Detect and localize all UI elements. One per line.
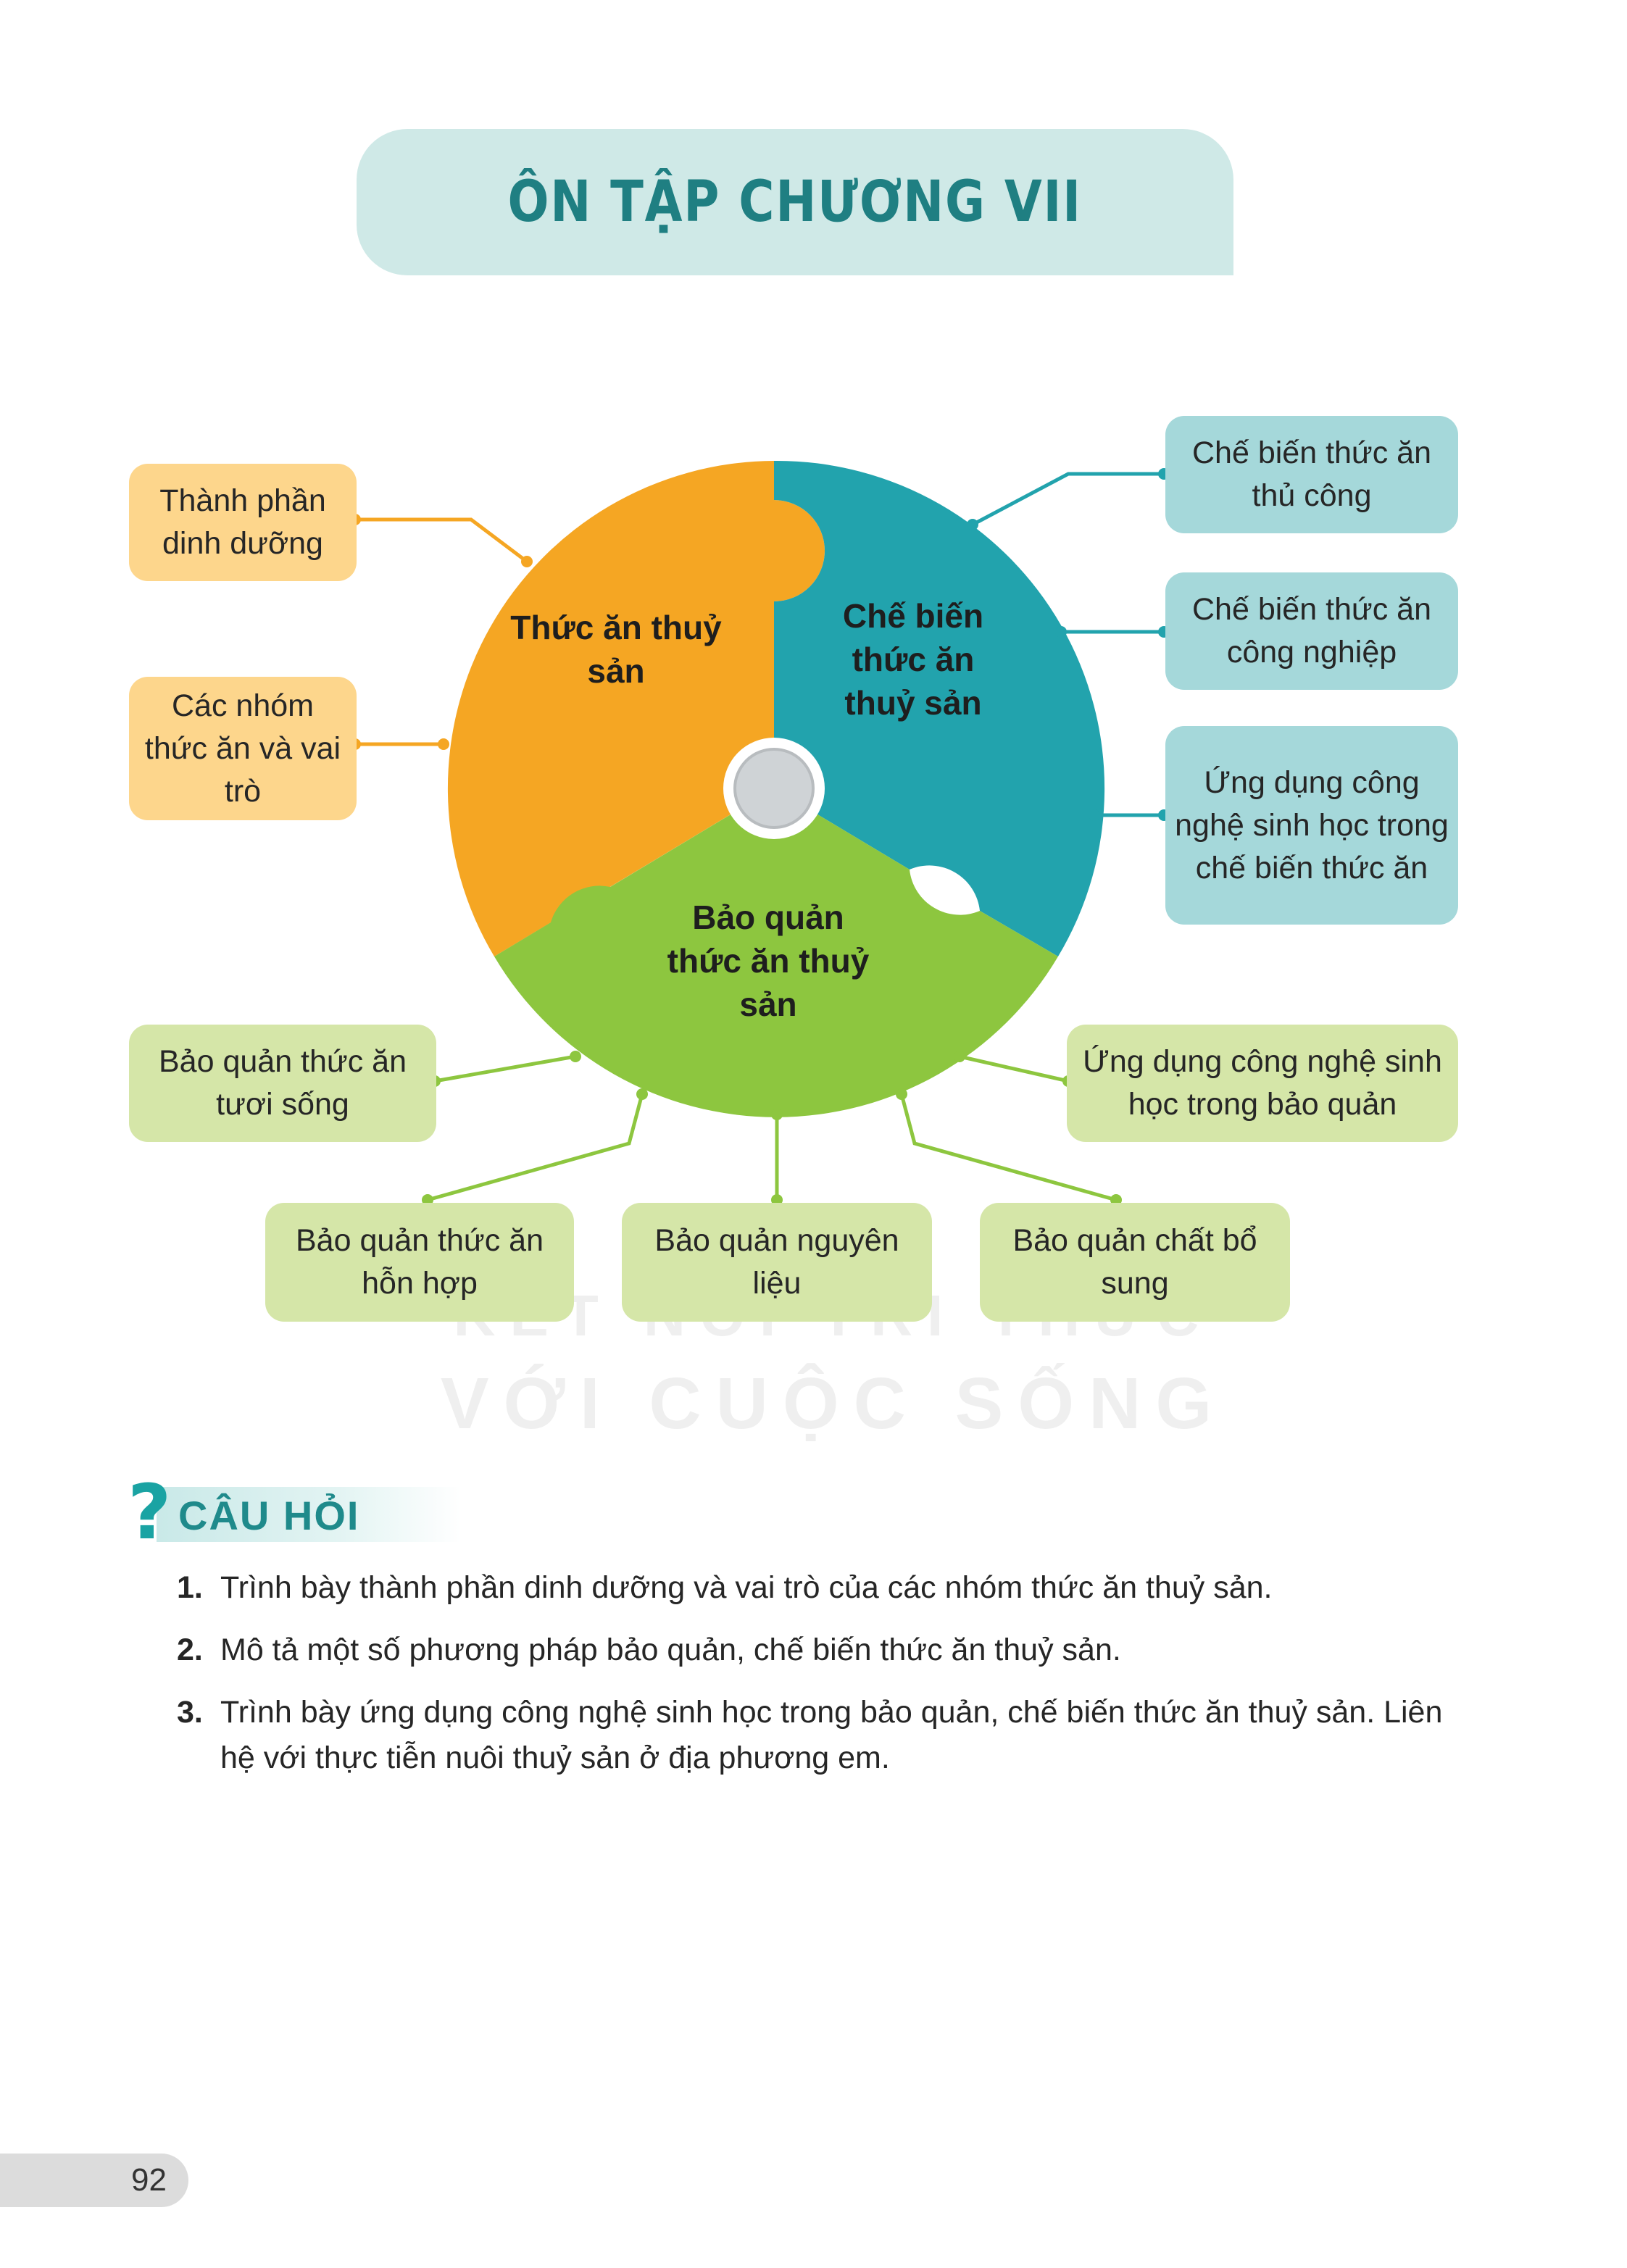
mind-map-diagram: [349, 460, 1170, 1206]
questions-list: 1. Trình bày thành phần dinh dưỡng và va…: [177, 1565, 1481, 1798]
box-feed-groups: Các nhóm thức ăn và vai trò: [129, 677, 357, 820]
page-title: ÔN TẬP CHƯƠNG VII: [507, 170, 1083, 235]
question-item: 3. Trình bày ứng dụng công nghệ sinh học…: [177, 1690, 1481, 1781]
segment-label-preservation: Bảo quản thức ăn thuỷ sản: [667, 899, 870, 1023]
questions-header: ? CÂU HỎI: [128, 1472, 461, 1552]
question-item: 2. Mô tả một số phương pháp bảo quản, ch…: [177, 1627, 1481, 1673]
connectors-green: [427, 1054, 1117, 1202]
box-handmade: Chế biến thức ăn thủ công: [1165, 416, 1458, 533]
question-item: 1. Trình bày thành phần dinh dưỡng và va…: [177, 1565, 1481, 1611]
segment-label-feed: Thức ăn thuỷ sản: [510, 609, 722, 690]
question-text: Mô tả một số phương pháp bảo quản, chế b…: [220, 1633, 1121, 1667]
segment-feed: [447, 461, 825, 956]
question-number: 3.: [177, 1695, 203, 1730]
box-biotech-processing: Ứng dụng công nghệ sinh học trong chế bi…: [1165, 726, 1458, 925]
page-number: 92: [131, 2162, 167, 2198]
watermark-line2: VỚI CUỘC SỐNG: [440, 1363, 1227, 1444]
question-number: 2.: [177, 1633, 203, 1667]
question-number: 1.: [177, 1570, 203, 1605]
title-banner: ÔN TẬP CHƯƠNG VII: [357, 129, 1233, 275]
box-industrial: Chế biến thức ăn công nghiệp: [1165, 572, 1458, 690]
box-biotech-preservation: Ứng dụng công nghệ sinh học trong bảo qu…: [1067, 1025, 1458, 1142]
segment-processing: [774, 460, 1105, 956]
box-nutrition: Thành phần dinh dưỡng: [129, 464, 357, 581]
segment-preservation: [494, 788, 1058, 1117]
box-supplements: Bảo quản chất bổ sung: [980, 1203, 1290, 1322]
page-number-tab: 92: [0, 2154, 188, 2207]
box-raw-materials: Bảo quản nguyên liệu: [622, 1203, 932, 1322]
question-text: Trình bày ứng dụng công nghệ sinh học tr…: [220, 1695, 1443, 1775]
connectors-orange: [355, 517, 528, 746]
box-mixed-feed: Bảo quản thức ăn hỗn hợp: [265, 1203, 574, 1322]
connectors-teal: [971, 472, 1164, 817]
question-mark-icon: ?: [128, 1468, 172, 1556]
box-fresh-feed: Bảo quản thức ăn tươi sống: [129, 1025, 436, 1142]
segment-label-processing: Chế biến thức ăn thuỷ sản: [842, 597, 984, 722]
questions-title: CÂU HỎI: [178, 1493, 360, 1538]
question-text: Trình bày thành phần dinh dưỡng và vai t…: [220, 1570, 1273, 1605]
